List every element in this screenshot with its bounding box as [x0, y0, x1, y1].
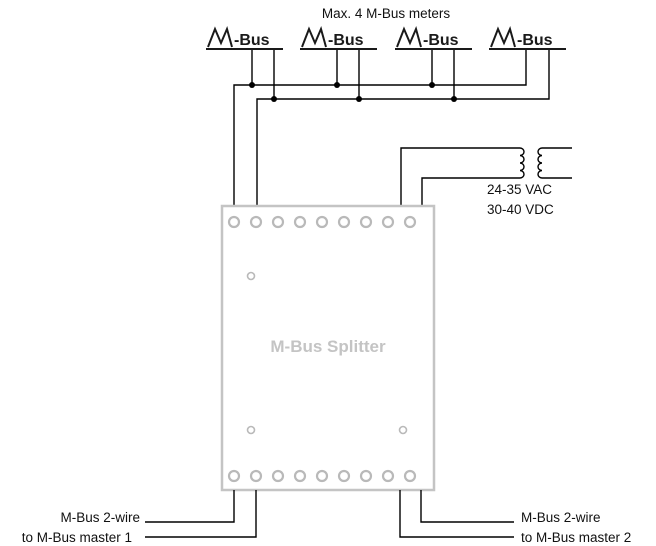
bottom-terminals: [227, 469, 417, 483]
master1-line1: M-Bus 2-wire: [60, 510, 140, 525]
meter-logo-text: -Bus: [234, 32, 270, 49]
mbus-logo-icon: [490, 25, 516, 48]
meter-3: -Bus: [395, 25, 472, 50]
meter-bus-wiring: [233, 50, 550, 210]
mount-hole: [246, 271, 256, 281]
mbus-logo-icon: [301, 25, 327, 48]
meter-logo-text: -Bus: [423, 32, 459, 49]
mount-hole: [246, 425, 256, 435]
splitter-title: M-Bus Splitter: [270, 337, 386, 356]
mbus-logo-icon: [207, 25, 233, 48]
mount-hole: [398, 425, 408, 435]
power-ac-label: 24-35 VAC: [487, 182, 552, 197]
meters-note: Max. 4 M-Bus meters: [322, 6, 451, 21]
transformer-primary-icon: [519, 147, 525, 179]
meter-2: -Bus: [300, 25, 377, 50]
top-terminals: [227, 215, 417, 229]
meter-logo-text: -Bus: [517, 32, 553, 49]
master-wiring: [145, 490, 514, 538]
master2-line1: M-Bus 2-wire: [521, 510, 601, 525]
meter-1: -Bus: [206, 25, 283, 50]
power-dc-label: 30-40 VDC: [487, 202, 554, 217]
power-wiring: [400, 147, 572, 210]
master2-line2: to M-Bus master 2: [521, 530, 631, 545]
splitter-module: M-Bus Splitter: [220, 204, 436, 492]
transformer-secondary-icon: [537, 147, 543, 179]
mbus-logo-icon: [396, 25, 422, 48]
meter-logo-text: -Bus: [328, 32, 364, 49]
meter-4: -Bus: [489, 25, 566, 50]
master1-line2: to M-Bus master 1: [22, 530, 132, 545]
